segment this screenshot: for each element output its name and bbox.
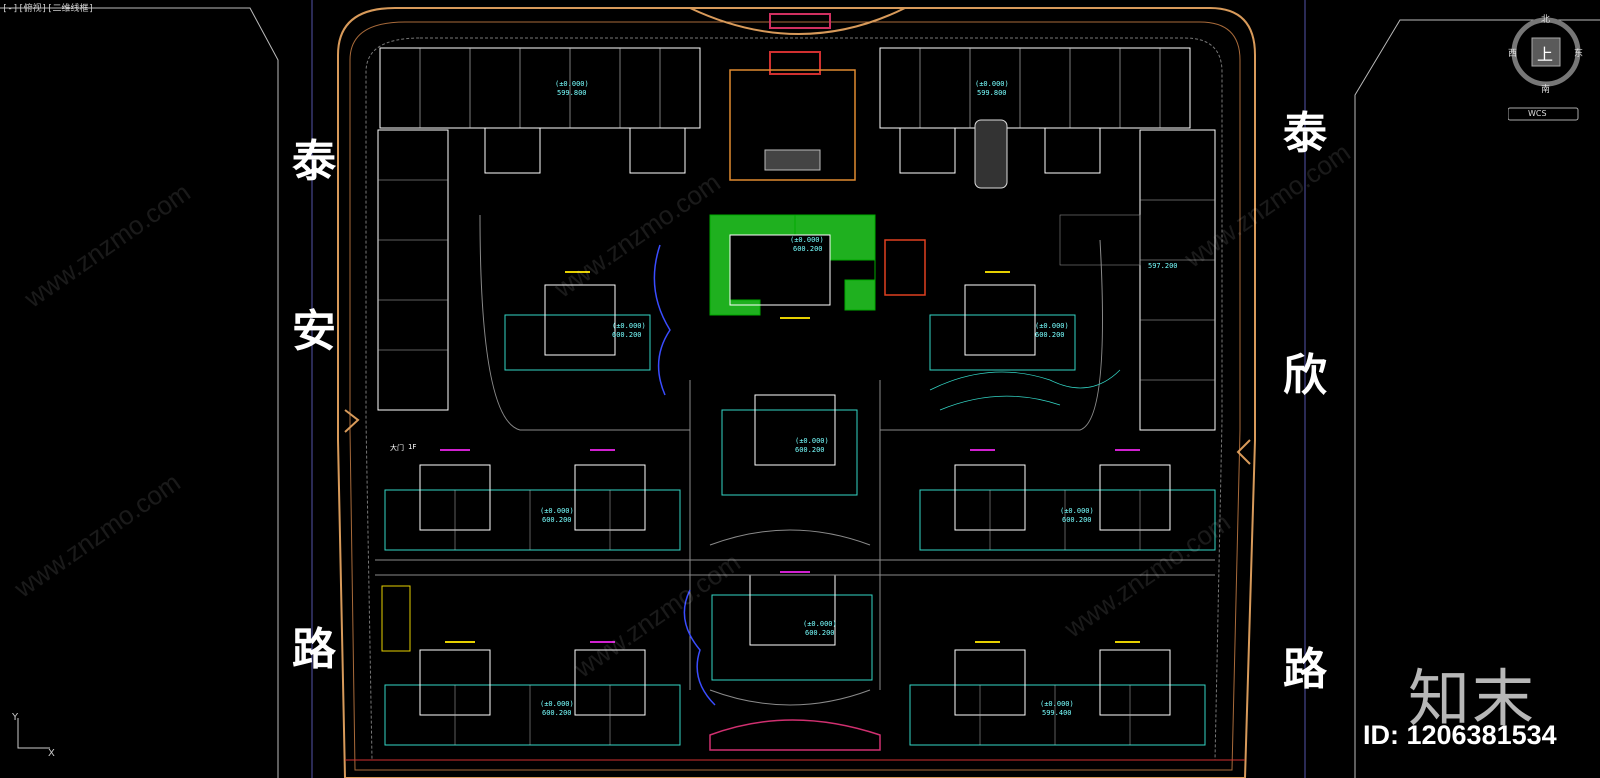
top-gate-arc	[689, 7, 906, 35]
road-left-char: 路	[292, 624, 336, 675]
road-right-char: 欣	[1283, 350, 1327, 401]
fire-lane-ring	[365, 37, 1223, 761]
east-commercial	[1139, 129, 1216, 431]
viewport-controls-label[interactable]: [-][俯视][二维线框]	[2, 4, 94, 14]
elev-label: (±0.000)	[795, 437, 829, 445]
elev-label: (±0.000)	[1060, 507, 1094, 515]
landscape-curves	[929, 369, 1121, 411]
bottom-gate-arc	[709, 719, 881, 751]
north-block-right	[879, 47, 1191, 129]
viewcube-east[interactable]: 东	[1574, 49, 1584, 59]
elev-label: (±0.000)	[790, 236, 824, 244]
wcs-menu-button[interactable]: WCS	[1528, 109, 1547, 118]
north-tower-4	[1044, 127, 1101, 174]
elev-label: (±0.000)	[803, 620, 837, 628]
red-feature	[884, 239, 926, 296]
elev-value: 600.200	[542, 516, 572, 524]
north-block-left	[379, 47, 701, 129]
tennis-court	[381, 585, 411, 652]
elev-value: 597.200	[1148, 262, 1178, 270]
viewcube-north[interactable]: 北	[1541, 15, 1551, 25]
residential-courts	[384, 314, 1216, 746]
gate-label: 大门	[390, 444, 404, 452]
watermark-logo: 知末	[1408, 662, 1537, 735]
ucs-x-label: X	[48, 748, 55, 759]
road-right-char: 泰	[1283, 108, 1327, 159]
clubhouse-court	[764, 149, 821, 171]
elev-value: 599.800	[977, 89, 1007, 97]
north-tower-1	[484, 127, 541, 174]
site-outer-boundary	[337, 7, 1256, 778]
elev-value: 600.200	[795, 446, 825, 454]
inner-roads	[375, 214, 1215, 706]
viewcube-top-face[interactable]: 上	[1537, 45, 1554, 64]
road-left-char: 泰	[292, 136, 336, 187]
watermark-id: ID: 1206381534	[1363, 720, 1557, 750]
elev-value: 600.200	[1062, 516, 1092, 524]
elev-label: (±0.000)	[612, 322, 646, 330]
elev-value: 599.800	[557, 89, 587, 97]
elev-label: (±0.000)	[1040, 700, 1074, 708]
elev-label: (±0.000)	[540, 700, 574, 708]
right-gate	[1236, 439, 1251, 465]
north-tower-2	[629, 127, 686, 174]
left-boundary-line	[0, 7, 279, 778]
ucs-icon: Y X	[10, 712, 70, 762]
east-commercial-grid	[1140, 199, 1215, 381]
elev-label: (±0.000)	[540, 507, 574, 515]
ucs-y-label: Y	[12, 712, 19, 723]
road-right-char: 路	[1283, 644, 1327, 695]
residential-buildings	[419, 284, 1171, 716]
viewcube[interactable]: 上 北 东 南 西 WCS	[1507, 12, 1594, 122]
elev-value: 600.200	[542, 709, 572, 717]
elev-value: 599.400	[1042, 709, 1072, 717]
entrance-markers	[440, 271, 1140, 643]
elev-value: 600.200	[805, 629, 835, 637]
left-gate	[344, 409, 360, 433]
stair-block-right	[974, 119, 1008, 189]
top-gate-pad	[769, 51, 821, 75]
viewcube-south[interactable]: 南	[1541, 85, 1551, 95]
clubhouse	[729, 69, 856, 181]
unit-dividers	[454, 490, 1141, 745]
west-commercial	[377, 129, 449, 411]
east-plaza-paving	[1059, 214, 1141, 266]
blue-stream	[653, 244, 716, 706]
road-left-char: 安	[292, 306, 336, 357]
top-gate-house	[769, 13, 831, 29]
elev-value: 600.200	[612, 331, 642, 339]
north-tower-3	[899, 127, 956, 174]
right-boundary-line	[1354, 19, 1600, 778]
site-inner-boundary	[349, 21, 1241, 771]
elev-value: 600.200	[793, 245, 823, 253]
elev-value: 600.200	[1035, 331, 1065, 339]
gate-floor-label: 1F	[408, 443, 417, 451]
north-block-grid	[419, 48, 1161, 128]
west-commercial-grid	[378, 179, 448, 351]
viewcube-west[interactable]: 西	[1508, 49, 1518, 59]
elev-label: (±0.000)	[975, 80, 1009, 88]
central-tower-a	[729, 234, 831, 306]
central-green-lawn	[709, 214, 876, 316]
elev-label: (±0.000)	[555, 80, 589, 88]
elev-label: (±0.000)	[1035, 322, 1069, 330]
viewcube-compass-icon[interactable]	[1507, 12, 1594, 122]
